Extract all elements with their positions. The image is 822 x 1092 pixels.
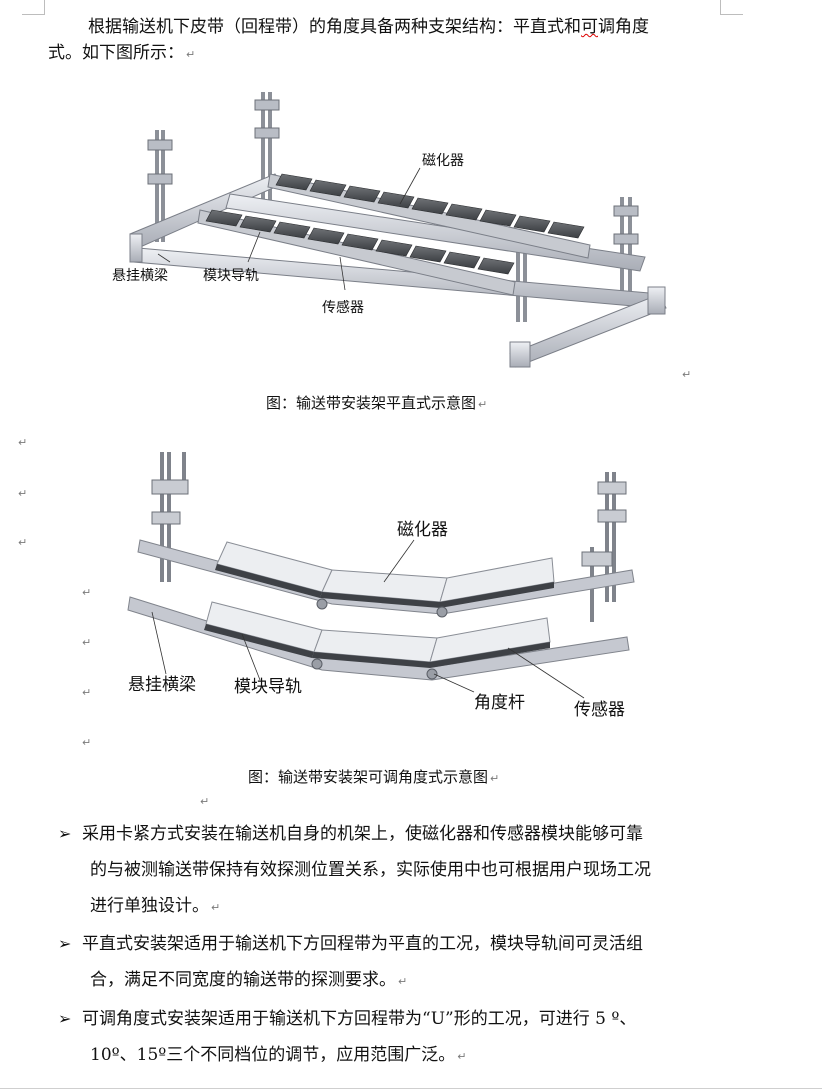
paragraph-mark: ↵: [18, 436, 28, 449]
fig1-label-beam: 悬挂横梁: [112, 268, 168, 284]
bullet-item: ➢ 可调角度式安装架适用于输送机下方回程带为“U”形的工况，可进行 5 º、 1…: [58, 1001, 758, 1075]
upper-module-row: [267, 173, 591, 259]
paragraph-mark: ↵: [18, 536, 28, 549]
paragraph-mark: ↵: [18, 487, 28, 500]
fig2-label-sensor: 传感器: [574, 700, 625, 720]
paragraph-mark: ↵: [682, 368, 692, 381]
bullet-arrow-icon: ➢: [58, 934, 72, 953]
page-corner-mark-right: [720, 0, 743, 15]
fig2-label-rod: 角度杆: [474, 693, 525, 713]
fig2-label-magnetizer: 磁化器: [397, 520, 448, 540]
intro-line-1-end: 调角度: [598, 17, 649, 37]
figure-flat-bracket: 磁化器 悬挂横梁 模块导轨 传感器: [112, 92, 667, 368]
paragraph-mark: ↵: [186, 48, 196, 61]
page-corner-mark-left: [22, 0, 45, 15]
bullet-arrow-icon: ➢: [58, 824, 72, 843]
intro-line-2: 式。如下图所示：: [48, 43, 184, 63]
fig1-label-magnetizer: 磁化器: [422, 153, 464, 169]
lower-modules: [204, 601, 551, 668]
bullet-item: ➢ 采用卡紧方式安装在输送机自身的机架上，使磁化器和传感器模块能够可靠 的与被测…: [58, 816, 758, 926]
intro-line-1: 根据输送机下皮带（回程带）的角度具备两种支架结构：平直式和: [88, 17, 581, 37]
figure2-caption: 图：输送带安装架可调角度式示意图↵: [248, 768, 500, 786]
paragraph-mark: ↵: [200, 795, 210, 808]
paragraph-mark: ↵: [82, 736, 92, 749]
fig2-label-beam: 悬挂横梁: [128, 675, 196, 695]
bullet-arrow-icon: ➢: [58, 1009, 72, 1028]
figure1-caption: 图：输送带安装架平直式示意图↵: [266, 394, 488, 412]
fig1-label-rail: 模块导轨: [203, 268, 259, 284]
upper-modules: [215, 541, 555, 608]
page-bottom-edge: [0, 1088, 822, 1089]
paragraph-mark: ↵: [82, 686, 92, 699]
intro-paragraph: 根据输送机下皮带（回程带）的角度具备两种支架结构：平直式和可调角度 式。如下图所…: [48, 14, 728, 68]
lower-module-row: [197, 209, 516, 296]
bullet-item: ➢ 平直式安装架适用于输送机下方回程带为平直的工况，模块导轨间可灵活组 合，满足…: [58, 926, 758, 1000]
paragraph-mark: ↵: [82, 586, 92, 599]
fig2-label-rail: 模块导轨: [234, 677, 302, 697]
fig1-label-sensor: 传感器: [322, 299, 364, 316]
spellcheck-word: 可: [581, 17, 598, 37]
figure-angle-bracket: 磁化器 悬挂横梁 模块导轨 角度杆 传感器: [122, 452, 667, 744]
paragraph-mark: ↵: [82, 636, 92, 649]
